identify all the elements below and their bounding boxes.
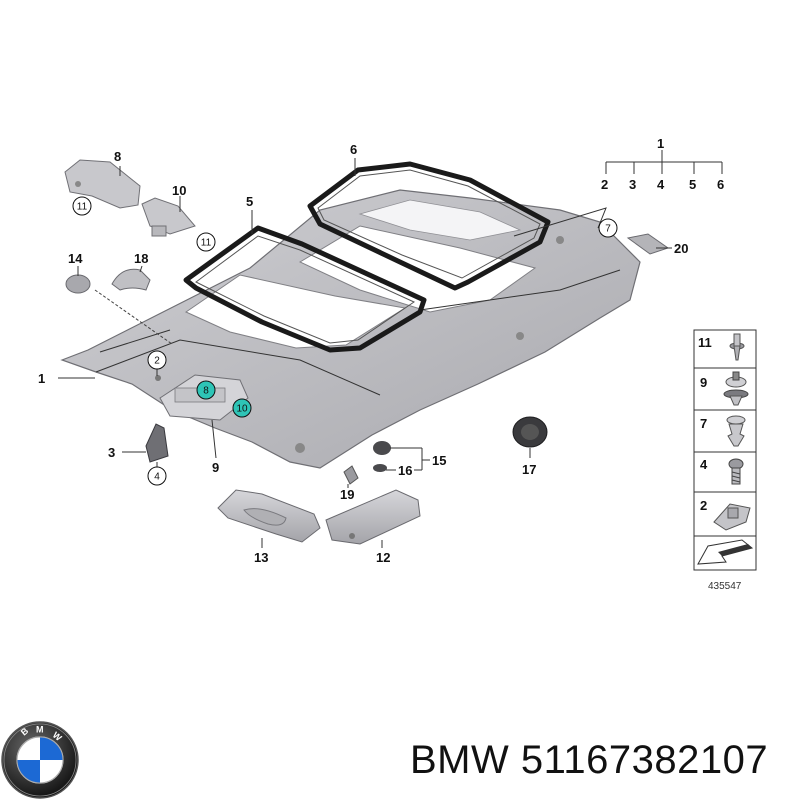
- callout-top-4: 4: [657, 177, 665, 192]
- callout-19: 19: [340, 487, 354, 502]
- callout-top-5: 5: [689, 177, 696, 192]
- callout-13: 13: [254, 550, 268, 565]
- legend-item-7: 7: [700, 416, 707, 431]
- cap-14: [65, 274, 91, 294]
- brand-part-number: BMW 51167382107: [410, 738, 769, 782]
- bracket-8: [64, 159, 141, 209]
- callouts: 1 8 10 14 18 5 6 3 9 1 2 3 4 5 6 20 15 1…: [38, 136, 724, 565]
- bracket-10: [141, 197, 196, 235]
- callout-18: 18: [134, 251, 148, 266]
- callout-20: 20: [674, 241, 688, 256]
- callout-top-6: 6: [717, 177, 724, 192]
- circled-callouts: 11 11 2 4 7: [72, 196, 618, 486]
- circled-4: 4: [154, 472, 160, 483]
- callout-10-highlight: [232, 398, 252, 418]
- callout-top-1: 1: [657, 136, 664, 151]
- sun-visor-12: [325, 489, 421, 545]
- svg-text:B: B: [19, 725, 31, 737]
- fastener-9-icon: [723, 371, 749, 406]
- callout-top-2: 2: [601, 177, 608, 192]
- grab-handle-18: [111, 268, 151, 291]
- callout-16: 16: [398, 463, 412, 478]
- legend-item-11: 11: [698, 335, 712, 350]
- legend-item-4: 4: [700, 457, 708, 472]
- fastener-7-icon: [726, 415, 746, 447]
- diagram-ref-number: 435547: [708, 581, 742, 592]
- callout-6: 6: [350, 142, 357, 157]
- callout-5: 5: [246, 194, 253, 209]
- seal-rear: [307, 161, 551, 291]
- fastener-11-icon: [729, 333, 745, 361]
- callout-17: 17: [522, 462, 536, 477]
- callout-14: 14: [68, 251, 83, 266]
- label-8-highlight: 8: [203, 386, 209, 397]
- callout-8-highlight: [196, 380, 216, 400]
- bmw-logo: B M W: [1, 721, 79, 799]
- label-10-highlight: 10: [236, 404, 248, 415]
- part-19: [343, 465, 359, 485]
- callout-9: 9: [212, 460, 219, 475]
- fastener-2-icon: [713, 503, 751, 531]
- seal-front: [183, 225, 427, 353]
- callout-10: 10: [172, 183, 186, 198]
- part-3: [145, 423, 169, 463]
- clip-20: [626, 233, 670, 255]
- callout-15: 15: [432, 453, 446, 468]
- callout-1: 1: [38, 371, 45, 386]
- callout-3: 3: [108, 445, 115, 460]
- circled-11-a: 11: [77, 202, 88, 213]
- circled-2: 2: [154, 356, 160, 367]
- circled-7: 7: [605, 224, 611, 235]
- circled-11-b: 11: [201, 238, 212, 249]
- callout-12: 12: [376, 550, 390, 565]
- fastener-4-icon: [728, 458, 744, 485]
- part-16: [373, 464, 387, 472]
- callout-top-3: 3: [629, 177, 636, 192]
- legend-item-9: 9: [700, 375, 707, 390]
- legend-item-2: 2: [700, 498, 707, 513]
- svg-text:M: M: [36, 725, 44, 735]
- part-15: [373, 441, 391, 455]
- callout-8: 8: [114, 149, 121, 164]
- arrow-icon: [697, 539, 754, 565]
- fastener-legend: 11 9 7 4 2: [693, 329, 757, 592]
